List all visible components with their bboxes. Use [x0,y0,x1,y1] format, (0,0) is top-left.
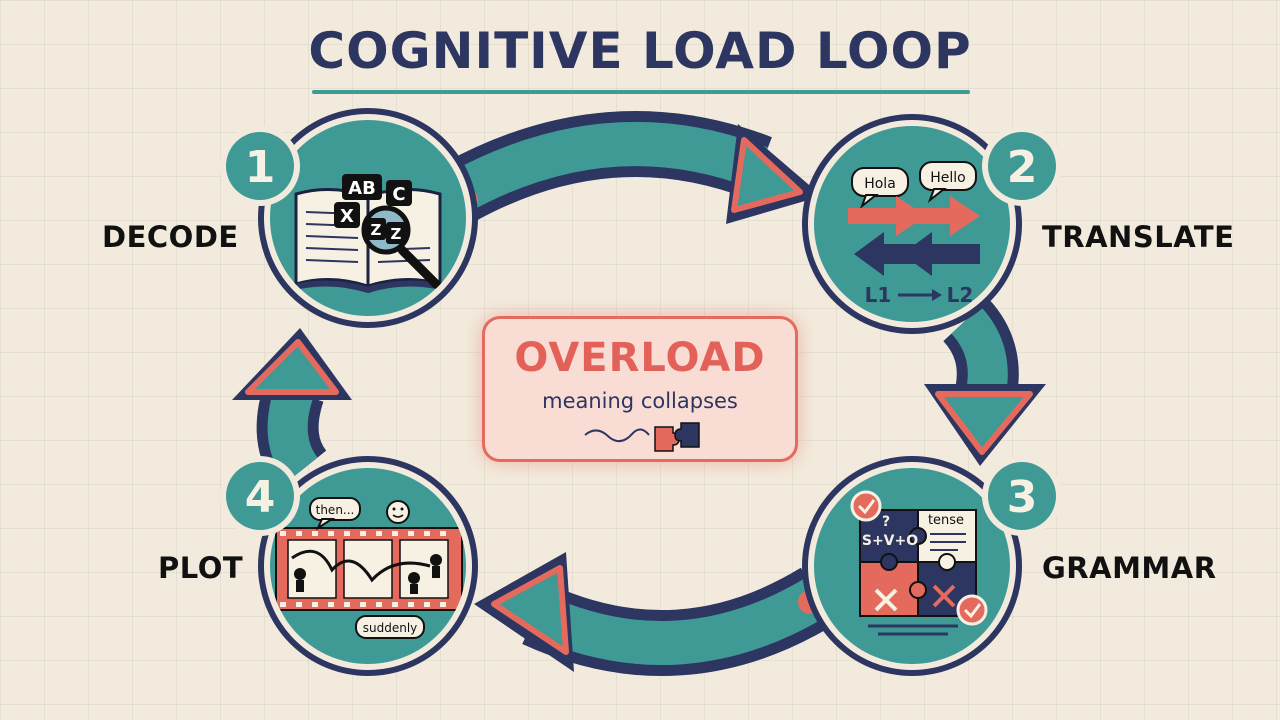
stage-decode: AB C X Z Z 1 [220,108,478,328]
stage-grammar: ? S+V+O tense 3 [802,456,1062,676]
title-underline [312,90,970,94]
magnifying-glass-icon: Z Z [361,205,441,289]
svg-text:Hola: Hola [864,176,896,192]
svg-text:Z: Z [371,221,382,239]
speech-bubble-left-icon: Hola [851,167,909,209]
svg-text:suddenly: suddenly [363,621,418,635]
stage-label-grammar: GRAMMAR [1042,551,1217,585]
svg-text:then...: then... [316,503,355,517]
speech-bubble-bottom-icon: suddenly [355,615,425,639]
translate-arrows-icon [848,196,980,276]
overload-title: OVERLOAD [514,335,766,381]
target-language-label: L2 [947,283,974,307]
grammar-pattern: S+V+O [862,533,918,549]
stage-label-plot: PLOT [158,551,244,585]
source-language-label: L1 [865,283,892,307]
stage-label-decode: DECODE [102,220,239,254]
stage-label-translate: TRANSLATE [1042,220,1235,254]
overload-subtitle: meaning collapses [542,389,738,413]
broken-puzzle-icon [584,422,700,452]
arrow-decode-to-translate [444,111,822,224]
svg-text:AB: AB [348,178,376,199]
arrow-plot-to-decode [232,328,352,490]
speech-bubble-top-icon: then... [309,497,361,531]
smiley-bubble-icon [386,500,410,524]
grammar-question-mark: ? [882,514,890,530]
stage-number-4: 4 [245,472,276,523]
letter-tiles-icon: AB C X [334,174,412,228]
stage-translate: Hola Hello L1 L2 2 [802,114,1062,334]
cross-mark-icon [874,584,956,612]
check-mark-icon [850,490,988,626]
svg-text:C: C [392,184,405,205]
speech-bubble-right-icon: Hello [919,161,977,203]
stage-number-3: 3 [1007,472,1038,523]
film-strip-icon [275,527,463,611]
overload-callout: OVERLOAD meaning collapses [482,316,798,462]
stage-number-1: 1 [245,142,276,193]
stage-plot: then... suddenly 4 [220,456,478,676]
arrow-grammar-to-plot [474,552,836,677]
diagram-title: COGNITIVE LOAD LOOP [308,22,972,80]
arrow-translate-to-grammar [924,298,1046,466]
grammar-tag: tense [928,513,964,528]
svg-text:Z: Z [391,225,402,243]
svg-text:Hello: Hello [930,170,966,186]
svg-text:X: X [340,206,354,227]
stage-number-2: 2 [1007,142,1038,193]
